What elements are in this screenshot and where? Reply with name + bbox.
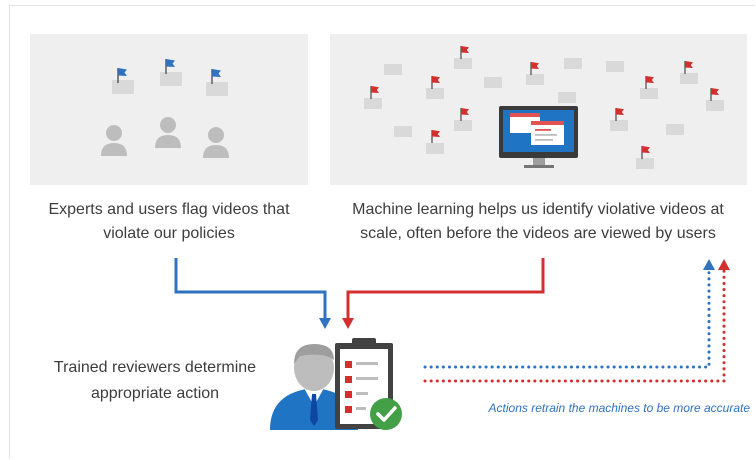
retrain-red-arrowhead <box>718 259 730 270</box>
human-flagging-caption: Experts and users flag videos that violat… <box>30 198 308 246</box>
retrain-caption: Actions retrain the machines to be more … <box>488 401 750 415</box>
flag-icon <box>460 107 470 122</box>
reviewers-people <box>101 117 229 158</box>
flag-icon <box>615 107 625 122</box>
caption-line: Experts and users flag videos that <box>48 201 290 218</box>
machine-flow-arrow <box>346 258 545 320</box>
monitor-icon <box>499 106 578 168</box>
human-flow-arrow <box>174 258 327 320</box>
user-icon <box>203 127 229 158</box>
flag-icon <box>530 61 540 76</box>
caption-line: Machine learning helps us identify viola… <box>352 201 724 218</box>
machine-flow-arrowhead <box>342 318 354 329</box>
caption-line: appropriate action <box>90 385 220 402</box>
retrain-blue-arrowhead <box>703 259 715 270</box>
machine-learning-caption: Machine learning helps us identify viola… <box>326 198 750 246</box>
flag-icon <box>645 75 655 90</box>
user-icon <box>101 125 127 156</box>
flag-icon <box>641 145 651 160</box>
flag-icon <box>684 60 694 75</box>
flag-icon <box>165 58 176 75</box>
flag-icon <box>370 85 380 100</box>
caption-line: Trained reviewers determine <box>53 359 257 376</box>
retrain-blue-dotted-arrow <box>423 264 711 369</box>
flag-icon <box>460 45 470 60</box>
reviewer-caption: Trained reviewers determine appropriate a… <box>28 355 282 407</box>
flag-icon <box>710 87 720 102</box>
human-flow-arrowhead <box>319 318 331 329</box>
checkmark-icon <box>370 398 402 430</box>
flag-icon <box>211 68 222 85</box>
flag-icon <box>431 75 441 90</box>
human-flags <box>112 58 228 96</box>
caption-line: scale, often before the videos are viewe… <box>360 225 716 242</box>
flag-icon <box>431 129 441 144</box>
clipboard-icon <box>335 338 393 429</box>
user-icon <box>155 117 181 148</box>
retrain-red-dotted-arrow <box>423 264 726 383</box>
caption-line: violate our policies <box>103 225 235 242</box>
figure-frame <box>9 5 755 459</box>
human-flagging-panel <box>30 34 308 185</box>
machine-flags <box>364 58 724 169</box>
